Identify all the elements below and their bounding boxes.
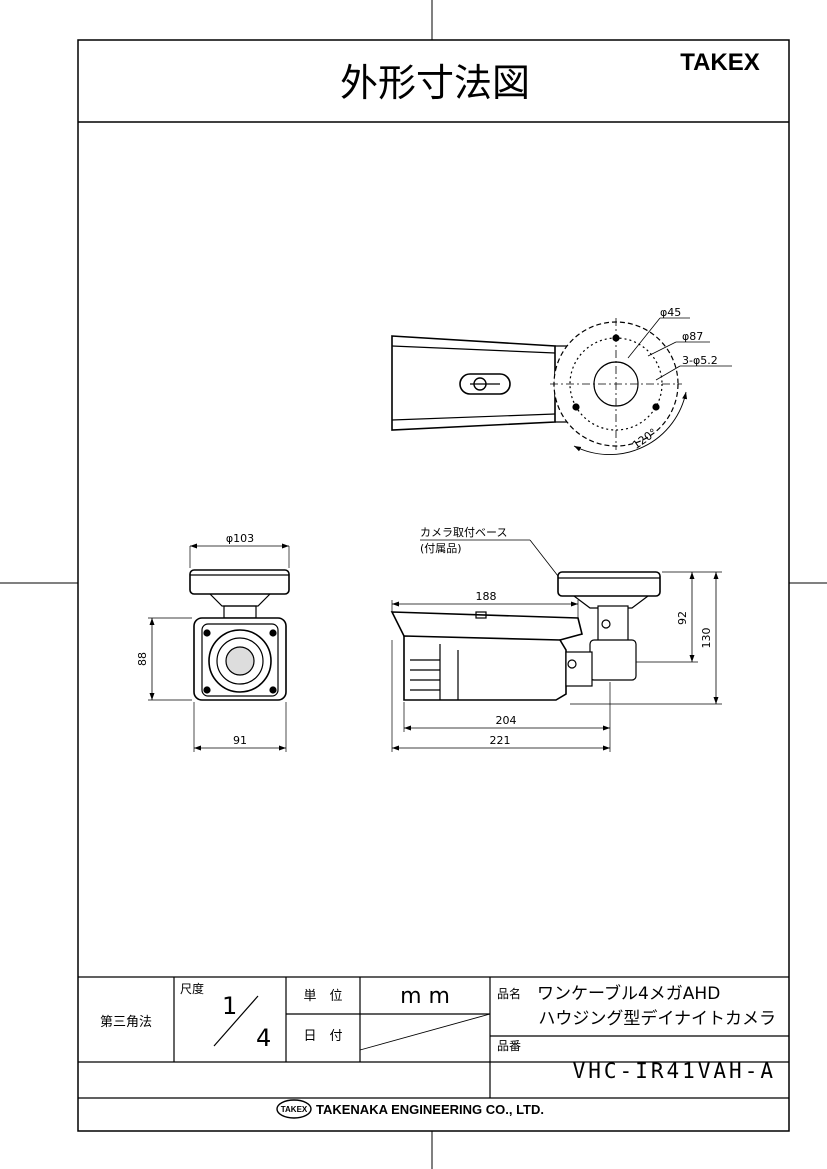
dim-d103: φ103 — [226, 532, 254, 545]
angle-arc — [573, 391, 688, 456]
front-view — [148, 543, 290, 752]
scale-label: 尺度 — [180, 981, 204, 996]
date-label: 日 付 — [303, 1029, 342, 1044]
dim-h130: 130 — [700, 628, 713, 649]
unit-label: 単 位 — [303, 988, 342, 1004]
dim-w91: 91 — [233, 734, 247, 747]
drawing-title: 外形寸法図 — [340, 61, 530, 105]
front-lens — [225, 646, 255, 676]
scale-numerator: 1 — [222, 992, 237, 1020]
company-logo: TAKEX — [276, 1099, 312, 1119]
dim-l188: 188 — [476, 590, 497, 603]
callout-base-note: (付属品) — [420, 542, 462, 555]
unit-value: m m — [400, 984, 450, 1009]
dim-l204: 204 — [496, 714, 517, 727]
front-lens-ring — [208, 629, 272, 693]
model-label: 品番 — [497, 1039, 521, 1053]
sheet-border — [77, 39, 790, 1132]
scale-denominator: 4 — [256, 1024, 271, 1052]
brand-logo: TAKEX — [680, 49, 760, 76]
front-base-cap — [189, 569, 290, 595]
product-name-line1: ワンケーブル4メガAHD — [537, 983, 720, 1004]
company-logo-text: TAKEX — [281, 1105, 308, 1114]
title-block — [78, 976, 789, 1099]
projection-method: 第三角法 — [100, 1015, 152, 1030]
side-view — [390, 539, 722, 752]
dim-d45: φ45 — [660, 306, 681, 319]
dim-l221: 221 — [490, 734, 511, 747]
product-name-line2: ハウジング型デイナイトカメラ — [538, 1008, 776, 1029]
side-swivel-block — [589, 639, 637, 681]
company-name: TAKENAKA ENGINEERING CO., LTD. — [316, 1102, 544, 1117]
side-bracket-arm — [597, 605, 629, 643]
product-name-label: 品名 — [497, 986, 521, 1001]
dim-holes: 3-φ5.2 — [682, 354, 718, 367]
dim-h92: 92 — [676, 611, 689, 625]
side-base-cap — [557, 571, 661, 597]
top-view — [391, 317, 732, 456]
dim-d87: φ87 — [682, 330, 703, 343]
callout-base-label: カメラ取付ベース — [420, 526, 507, 539]
dim-h88: 88 — [136, 652, 149, 666]
model-number: VHC-IR41VAH-A — [573, 1059, 776, 1083]
side-housing — [403, 635, 567, 701]
